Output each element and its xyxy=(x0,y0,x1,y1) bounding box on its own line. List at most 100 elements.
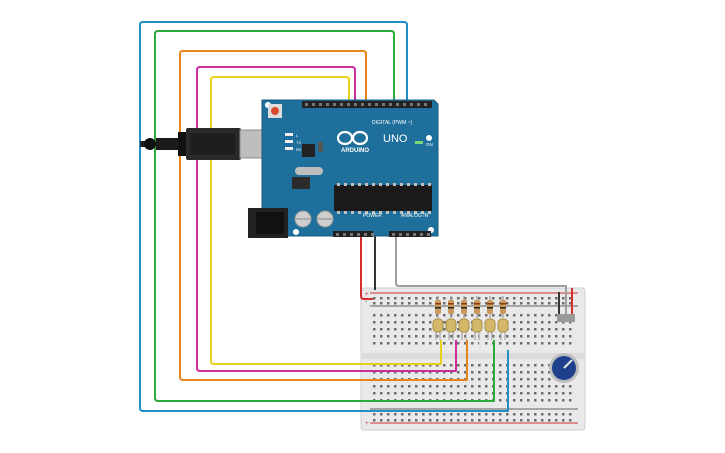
breadboard-hole xyxy=(506,342,509,345)
on-label: ON xyxy=(426,142,433,147)
digital-header xyxy=(302,101,432,108)
breadboard-hole xyxy=(373,342,376,345)
breadboard-hole xyxy=(548,399,551,402)
breadboard-hole xyxy=(569,302,572,305)
resistor-band xyxy=(474,303,480,305)
breadboard-hole xyxy=(548,297,551,300)
breadboard-hole xyxy=(534,302,537,305)
breadboard-hole xyxy=(415,302,418,305)
breadboard-hole xyxy=(415,335,418,338)
breadboard-hole xyxy=(499,364,502,367)
breadboard-hole xyxy=(569,297,572,300)
breadboard-hole xyxy=(513,385,516,388)
breadboard-hole xyxy=(436,419,439,422)
breadboard-hole xyxy=(394,302,397,305)
breadboard-hole xyxy=(450,385,453,388)
breadboard-hole xyxy=(478,378,481,381)
wire-blue[interactable] xyxy=(139,21,509,412)
breadboard-hole xyxy=(401,328,404,331)
breadboard-hole xyxy=(499,378,502,381)
power-label: POWER xyxy=(363,213,382,219)
wire-5v-red[interactable] xyxy=(360,236,373,300)
breadboard-hole xyxy=(562,302,565,305)
breadboard-hole xyxy=(387,371,390,374)
breadboard-hole xyxy=(492,335,495,338)
breadboard-hole xyxy=(422,297,425,300)
header-pin xyxy=(382,103,385,106)
breadboard-hole xyxy=(520,378,523,381)
wire-magenta[interactable] xyxy=(196,66,457,372)
breadboard-hole xyxy=(450,392,453,395)
breadboard-hole xyxy=(485,297,488,300)
usb-cable[interactable] xyxy=(140,128,281,160)
header-pin xyxy=(427,233,430,236)
breadboard-hole xyxy=(548,392,551,395)
breadboard-hole xyxy=(534,297,537,300)
breadboard-hole xyxy=(429,321,432,324)
breadboard-hole xyxy=(394,364,397,367)
chip-pin xyxy=(358,183,361,186)
breadboard-hole xyxy=(534,385,537,388)
potentiometer[interactable] xyxy=(549,314,579,383)
breadboard-hole xyxy=(513,297,516,300)
breadboard-hole xyxy=(562,328,565,331)
breadboard-hole xyxy=(436,335,439,338)
breadboard-minus-label-top: - xyxy=(365,299,367,305)
breadboard-hole xyxy=(527,342,530,345)
wire-orange[interactable] xyxy=(179,50,468,381)
breadboard-hole xyxy=(464,385,467,388)
breadboard-hole xyxy=(443,314,446,317)
breadboard-hole xyxy=(527,399,530,402)
breadboard-hole xyxy=(373,413,376,416)
breadboard-hole xyxy=(485,371,488,374)
breadboard-hole xyxy=(548,364,551,367)
breadboard-hole xyxy=(534,378,537,381)
breadboard-hole xyxy=(513,378,516,381)
breadboard-hole xyxy=(401,385,404,388)
breadboard-hole xyxy=(534,371,537,374)
led xyxy=(445,318,457,333)
wire-yellow[interactable] xyxy=(210,76,442,365)
chip-pin xyxy=(407,211,410,214)
breadboard-hole xyxy=(569,392,572,395)
chip-pin xyxy=(358,211,361,214)
breadboard-hole xyxy=(422,392,425,395)
chip-pin xyxy=(379,183,382,186)
wire-a0-gray[interactable] xyxy=(395,236,567,315)
breadboard-hole xyxy=(380,335,383,338)
breadboard-hole xyxy=(562,342,565,345)
breadboard-hole xyxy=(464,392,467,395)
breadboard-hole xyxy=(387,413,390,416)
breadboard-hole xyxy=(478,419,481,422)
breadboard-hole xyxy=(450,364,453,367)
breadboard-hole xyxy=(527,297,530,300)
breadboard-hole xyxy=(373,392,376,395)
breadboard-hole xyxy=(527,392,530,395)
breadboard-plus-label-top: + xyxy=(365,292,369,298)
resistor-band xyxy=(435,307,441,309)
wire-green[interactable] xyxy=(154,30,495,402)
breadboard-hole xyxy=(513,342,516,345)
breadboard-hole xyxy=(569,328,572,331)
breadboard-hole xyxy=(450,342,453,345)
signal-wires xyxy=(139,21,509,412)
breadboard-hole xyxy=(555,399,558,402)
breadboard-hole xyxy=(562,392,565,395)
breadboard-hole xyxy=(408,413,411,416)
breadboard-hole xyxy=(548,385,551,388)
resistor-band xyxy=(487,303,493,305)
breadboard-hole xyxy=(492,413,495,416)
breadboard-hole xyxy=(499,385,502,388)
breadboard-hole xyxy=(373,371,376,374)
breadboard-hole xyxy=(450,419,453,422)
breadboard-hole xyxy=(569,335,572,338)
breadboard-hole xyxy=(569,399,572,402)
header-pin xyxy=(368,103,371,106)
resistor-band xyxy=(448,307,454,309)
breadboard-hole xyxy=(422,371,425,374)
arduino-uno-board[interactable]: ARDUINO UNO DIGITAL (PWM ~) ON TX RX L P… xyxy=(248,99,439,238)
breadboard-hole xyxy=(485,342,488,345)
breadboard-hole xyxy=(443,297,446,300)
analog-header xyxy=(389,231,431,237)
breadboard-hole xyxy=(478,371,481,374)
